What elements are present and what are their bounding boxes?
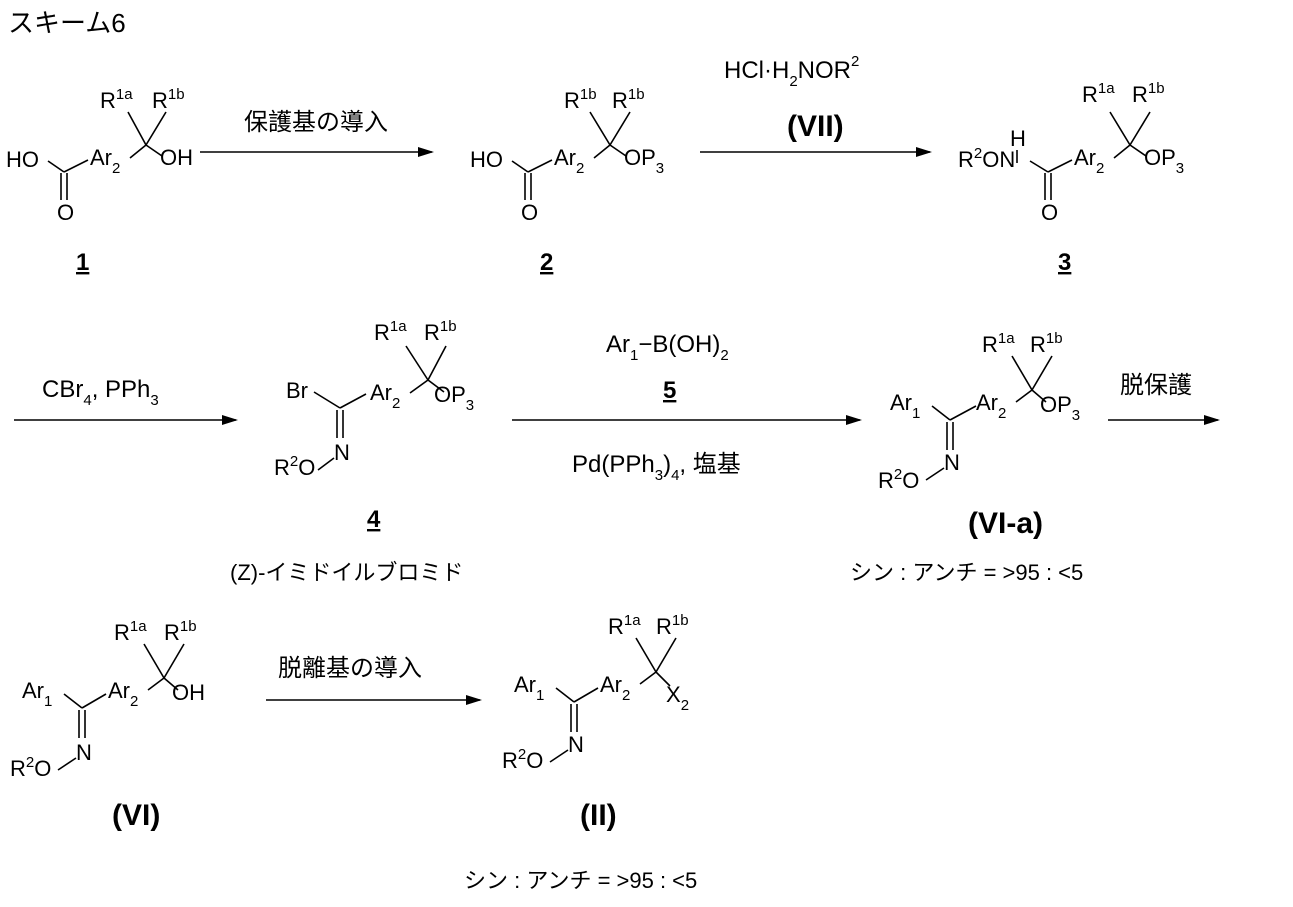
svg-text:R1b: R1b — [612, 86, 645, 113]
arrow-4-head — [846, 415, 862, 425]
compound-3-number: 3 — [1058, 249, 1071, 276]
step4-compound-number: 5 — [663, 377, 676, 404]
arrow-3-head — [222, 415, 238, 425]
compound-II-structure: Ar1 N R2O Ar2 R1a R1b X2 — [502, 612, 689, 773]
compound-VIa-label: (VI-a) — [968, 507, 1043, 540]
step2-reagent: HCl·H2NOR2 — [724, 53, 859, 90]
compound-VIa-ratio: シン : アンチ = >95 : <5 — [850, 560, 1083, 585]
svg-text:Ar1: Ar1 — [890, 390, 920, 422]
svg-text:Ar2: Ar2 — [108, 678, 138, 710]
svg-text:HO: HO — [470, 147, 503, 172]
compound-VIa-structure: Ar1 N R2O Ar2 R1a R1b OP3 — [878, 330, 1080, 493]
svg-text:Ar2: Ar2 — [976, 390, 1006, 422]
compound-2-structure: HO O Ar2 R1b R1b OP3 — [470, 86, 664, 225]
svg-text:R1b: R1b — [152, 86, 185, 113]
svg-text:R2ON: R2ON — [958, 145, 1015, 172]
svg-text:OH: OH — [160, 145, 193, 170]
svg-text:R1a: R1a — [114, 618, 147, 645]
svg-text:Ar2: Ar2 — [554, 145, 584, 177]
svg-text:OP3: OP3 — [1040, 392, 1080, 424]
arrow-5-head — [1204, 415, 1220, 425]
svg-text:R1a: R1a — [100, 86, 133, 113]
svg-text:R2O: R2O — [274, 453, 315, 480]
svg-text:O: O — [521, 200, 538, 225]
svg-text:R1b: R1b — [564, 86, 597, 113]
step4-reagent-top: Ar1−B(OH)2 — [606, 331, 729, 364]
svg-text:R2O: R2O — [878, 466, 919, 493]
svg-text:O: O — [57, 200, 74, 225]
step4-reagent-bottom: Pd(PPh3)4, 塩基 — [572, 451, 741, 484]
compound-4-structure: Br N R2O Ar2 R1a R1b OP3 — [274, 318, 474, 480]
svg-text:R1b: R1b — [1030, 330, 1063, 357]
svg-text:N: N — [568, 732, 584, 757]
step5-reagent: 脱保護 — [1120, 372, 1192, 399]
svg-text:Ar2: Ar2 — [370, 380, 400, 412]
svg-text:Ar1: Ar1 — [514, 672, 544, 704]
svg-text:R2O: R2O — [10, 754, 51, 781]
compound-4-caption: (Z)-イミドイルブロミド — [230, 560, 463, 585]
compound-4-number: 4 — [367, 506, 381, 533]
compound-1-number: 1 — [76, 249, 89, 276]
svg-text:R1b: R1b — [164, 618, 197, 645]
svg-text:Br: Br — [286, 378, 308, 403]
svg-text:R1a: R1a — [1082, 80, 1115, 107]
svg-text:OP3: OP3 — [1144, 145, 1184, 177]
svg-text:Ar2: Ar2 — [1074, 145, 1104, 177]
step2-label: (VII) — [787, 110, 844, 143]
arrow-2-head — [916, 147, 932, 157]
arrow-1-head — [418, 147, 434, 157]
step3-reagent: CBr4, PPh3 — [42, 376, 159, 409]
svg-text:HO: HO — [6, 147, 39, 172]
compound-II-label: (II) — [580, 799, 617, 832]
svg-text:N: N — [334, 440, 350, 465]
compound-II-ratio: シン : アンチ = >95 : <5 — [464, 868, 697, 893]
svg-text:R1b: R1b — [424, 318, 457, 345]
compound-VI-structure: Ar1 N R2O Ar2 R1a R1b OH — [10, 618, 205, 781]
svg-text:Ar1: Ar1 — [22, 678, 52, 710]
compound-3-structure: R2ON H O Ar2 R1a R1b OP3 — [958, 80, 1184, 225]
svg-text:Ar2: Ar2 — [600, 672, 630, 704]
svg-text:R1b: R1b — [656, 612, 689, 639]
scheme-title: スキーム6 — [8, 8, 126, 38]
svg-text:X2: X2 — [666, 682, 689, 714]
svg-text:N: N — [944, 450, 960, 475]
svg-text:OP3: OP3 — [434, 382, 474, 414]
compound-1-structure: HO O Ar2 R1a R1b OH — [6, 86, 193, 225]
svg-text:OP3: OP3 — [624, 145, 664, 177]
svg-text:R1a: R1a — [374, 318, 407, 345]
compound-VI-label: (VI) — [112, 799, 160, 832]
svg-text:R1b: R1b — [1132, 80, 1165, 107]
svg-text:Ar2: Ar2 — [90, 145, 120, 177]
svg-text:R1a: R1a — [982, 330, 1015, 357]
svg-text:OH: OH — [172, 680, 205, 705]
step6-reagent: 脱離基の導入 — [278, 655, 422, 682]
arrow-6-head — [466, 695, 482, 705]
svg-text:O: O — [1041, 200, 1058, 225]
svg-text:N: N — [76, 740, 92, 765]
svg-text:R1a: R1a — [608, 612, 641, 639]
compound-2-number: 2 — [540, 249, 553, 276]
svg-text:R2O: R2O — [502, 746, 543, 773]
svg-text:H: H — [1010, 126, 1026, 151]
step1-reagent: 保護基の導入 — [244, 109, 388, 136]
